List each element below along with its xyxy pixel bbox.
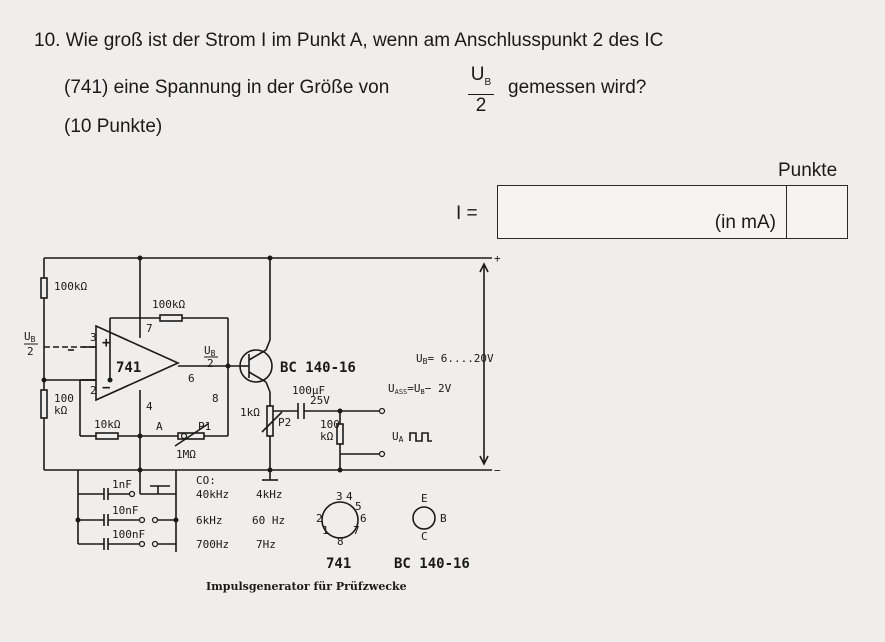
cap-100nf-label: 100nF: [112, 528, 145, 541]
cap-100uf-label: 100µF: [292, 384, 325, 397]
freq-1b: 4kHz: [256, 488, 283, 501]
freq-2a: 6kHz: [196, 514, 223, 527]
fraction-ub-half: UB 2: [468, 64, 494, 117]
resistor-label-bottom-left-1: 100: [54, 392, 74, 405]
input-ub-num: UB: [24, 330, 36, 344]
cap-25v-label: 25V: [310, 394, 330, 407]
minus-input-sign: −: [102, 380, 110, 396]
pinout-4: 4: [346, 490, 353, 503]
pinout-8: 8: [337, 535, 344, 548]
pinout-ic-label: 741: [326, 556, 351, 572]
resistor-out-1: 100: [320, 418, 340, 431]
pot-p2-label: P2: [278, 416, 291, 429]
pinout-transistor-label: BC 140-16: [394, 556, 470, 572]
pot-p1-value: 1MΩ: [176, 448, 196, 461]
freq-2b: 60 Hz: [252, 514, 285, 527]
point-a-label: A: [156, 420, 163, 433]
plus-input-sign: +: [102, 335, 110, 351]
pot-p2-value: 1kΩ: [240, 406, 260, 419]
pinout-2: 2: [316, 512, 323, 525]
rail-plus-label: +: [494, 252, 501, 265]
ua-label: UA: [392, 430, 404, 444]
points-field[interactable]: [787, 185, 848, 239]
input-ub-den: 2: [27, 345, 34, 358]
freq-3b: 7Hz: [256, 538, 276, 551]
resistor-label-input: 10kΩ: [94, 418, 121, 431]
pinout-1: 1: [322, 524, 329, 537]
pinout-emitter: E: [421, 492, 428, 505]
resistor-label-top-left: 100kΩ: [54, 280, 87, 293]
output-ub-den: 2: [207, 357, 214, 370]
pinout-7: 7: [353, 524, 360, 537]
current-label: I =: [456, 203, 478, 224]
circuit-caption: Impulsgenerator für Prüfzwecke: [206, 580, 407, 593]
resistor-out-2: kΩ: [320, 430, 334, 443]
pinout-3: 3: [336, 490, 343, 503]
rail-minus-label: −: [494, 464, 501, 477]
uass-label: UASS=UB− 2V: [388, 382, 452, 396]
cap-10nf-label: 10nF: [112, 504, 139, 517]
ic-label: 741: [116, 360, 141, 376]
transistor-label: BC 140-16: [280, 360, 356, 376]
pinout-base: B: [440, 512, 447, 525]
pinout-5: 5: [355, 500, 362, 513]
answer-field[interactable]: (in mA): [497, 185, 787, 239]
pot-p1-label: P1: [198, 420, 211, 433]
pin-7-label: 7: [146, 322, 153, 335]
question-line-1: 10. Wie groß ist der Strom I im Punkt A,…: [34, 30, 664, 51]
fraction-numerator: UB: [468, 64, 494, 95]
resistor-label-feedback: 100kΩ: [152, 298, 185, 311]
pin-6-label: 6: [188, 372, 195, 385]
points-label: Punkte: [778, 160, 838, 181]
unit-label: (in mA): [714, 212, 776, 233]
freq-1a: 40kHz: [196, 488, 229, 501]
question-line-2-start: (741) eine Spannung in der Größe von: [64, 77, 390, 98]
pin-2-label: 2: [90, 384, 97, 397]
freq-3a: 700Hz: [196, 538, 229, 551]
pin-3-label: 3: [90, 331, 97, 344]
pin-4-label: 4: [146, 400, 153, 413]
cap-1nf-label: 1nF: [112, 478, 132, 491]
pinout-collector: C: [421, 530, 428, 543]
resistor-label-bottom-left-2: kΩ: [54, 404, 68, 417]
pinout-6: 6: [360, 512, 367, 525]
pin-8-label: 8: [212, 392, 219, 405]
fraction-denominator: 2: [475, 94, 487, 116]
question-line-2-end: gemessen wird?: [508, 77, 647, 98]
ub-range-label: UB= 6....20V: [416, 352, 494, 366]
question-points: (10 Punkte): [64, 116, 163, 137]
freq-table-header: CO:: [196, 474, 216, 487]
output-ub-num: UB: [204, 344, 216, 358]
